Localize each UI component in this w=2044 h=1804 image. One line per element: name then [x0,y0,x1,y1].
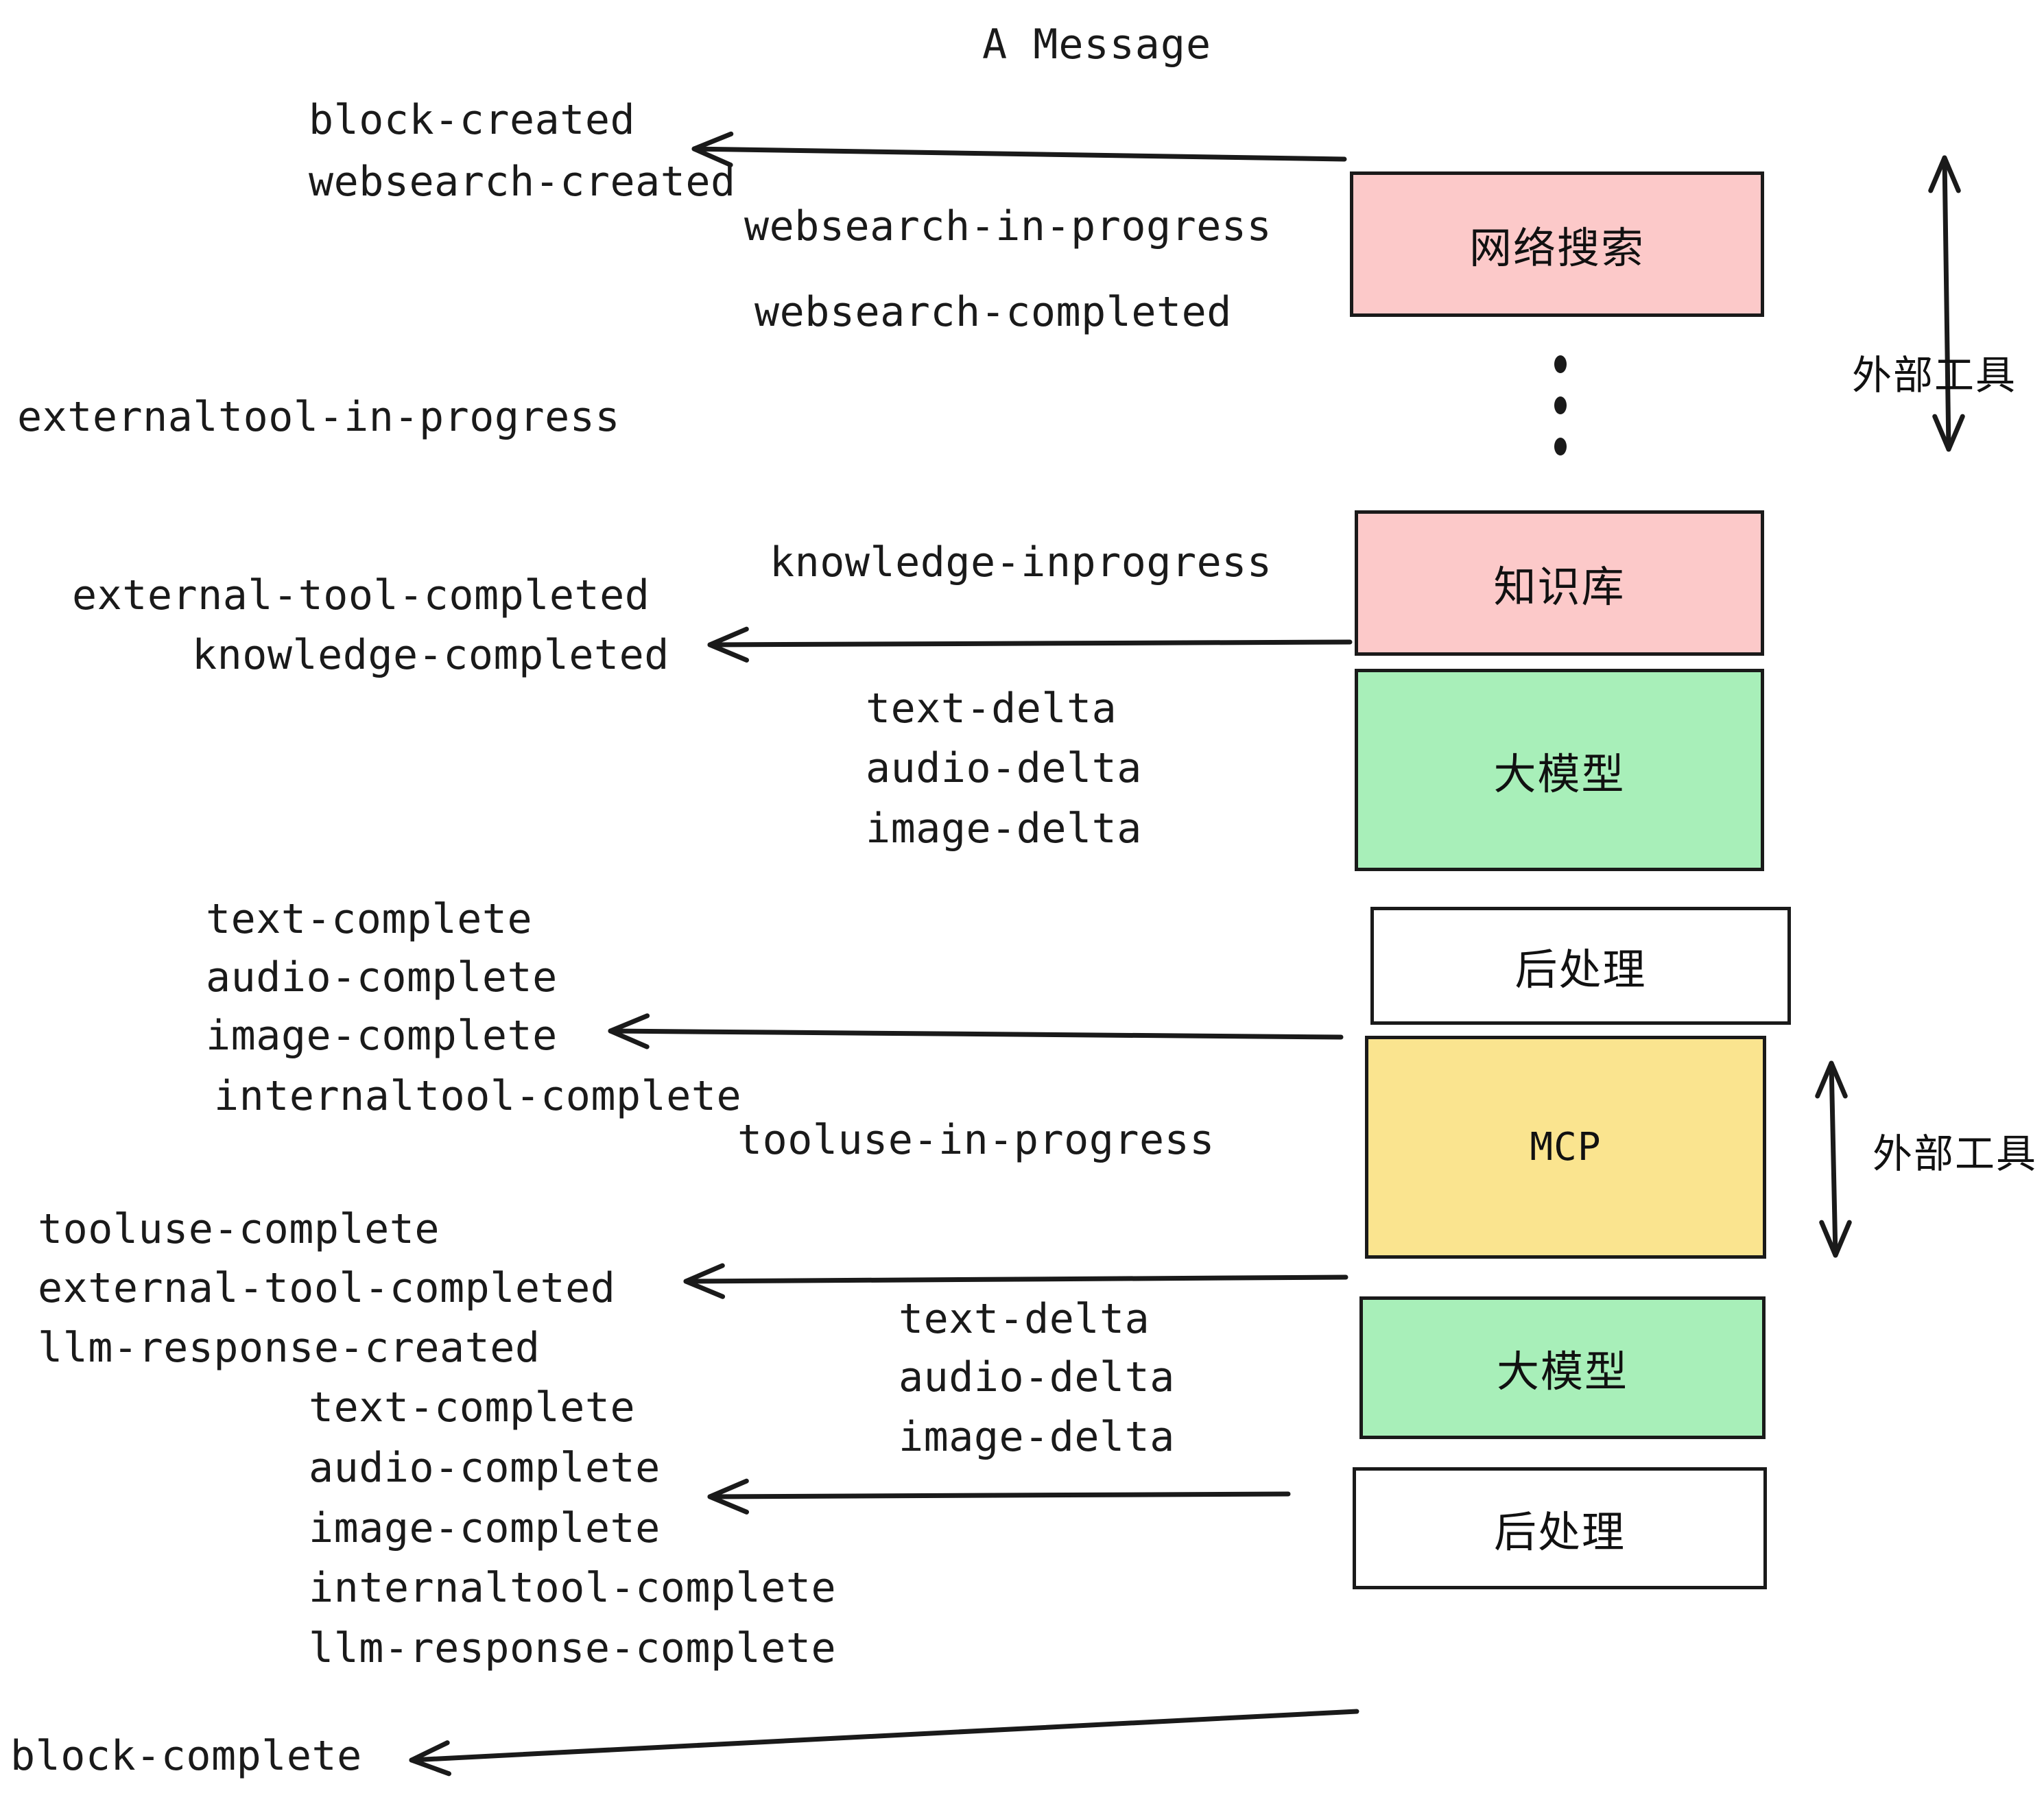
event-label-image-delta-2: image-delta [899,1413,1175,1461]
event-label-image-delta-1: image-delta [866,805,1142,853]
event-label-internaltool-complete-1: internaltool-complete [214,1072,742,1120]
node-postproc-1: 后处理 [1370,907,1791,1025]
node-mcp: MCP [1365,1036,1766,1259]
event-label-llm-response-complete: llm-response-complete [309,1624,837,1672]
event-label-llm-response-created: llm-response-created [38,1324,540,1372]
node-label: MCP [1530,1125,1602,1170]
event-label-external-tool-completed-1: external-tool-completed [72,571,650,619]
event-label-text-complete-2: text-complete [309,1384,636,1432]
arrow-block-created [691,131,1347,167]
node-label: 大模型 [1496,1346,1628,1397]
node-label: 网络搜索 [1469,223,1645,273]
node-label: 大模型 [1493,748,1626,799]
event-label-websearch-completed: websearch-completed [754,288,1232,336]
ellipsis-dot-2-icon [1554,396,1567,414]
ellipsis-dot-1-icon [1554,355,1567,373]
arrow-knowledge-completed [707,626,1353,663]
event-label-external-tool-completed-2: external-tool-completed [38,1264,616,1312]
event-label-text-delta-1: text-delta [866,685,1117,733]
event-label-text-delta-2: text-delta [899,1295,1150,1343]
scope-external-tool-top [1928,155,1965,452]
event-label-audio-complete-1: audio-complete [206,953,558,1001]
event-label-tooluse-complete: tooluse-complete [38,1205,440,1253]
scope-label-external-tool-top: 外部工具 [1852,352,2017,399]
node-llm-2: 大模型 [1359,1296,1766,1439]
scope-label-external-tool-bottom: 外部工具 [1873,1130,2038,1177]
event-label-knowledge-inprogress: knowledge-inprogress [770,538,1272,586]
scope-external-tool-bottom [1815,1060,1852,1258]
event-label-internaltool-complete-2: internaltool-complete [309,1564,837,1612]
event-label-block-created: block-created [309,96,636,144]
event-label-audio-complete-2: audio-complete [309,1444,661,1492]
event-label-image-complete-1: image-complete [206,1012,558,1060]
event-label-text-complete-1: text-complete [206,895,533,943]
node-postproc-2: 后处理 [1353,1467,1767,1589]
event-label-audio-delta-2: audio-delta [899,1353,1175,1401]
event-label-websearch-created: websearch-created [309,158,736,206]
node-websearch: 网络搜索 [1350,171,1764,317]
node-label: 知识库 [1493,562,1626,612]
event-label-block-complete: block-complete [10,1732,362,1780]
event-label-tooluse-in-progress: tooluse-in-progress [737,1116,1215,1164]
event-label-externaltool-in-progress: externaltool-in-progress [17,393,620,441]
event-label-knowledge-completed: knowledge-completed [192,631,669,679]
event-label-audio-delta-1: audio-delta [866,744,1142,792]
node-label: 后处理 [1514,945,1647,995]
page-title: A Message [982,21,1212,69]
arrow-block-complete [409,1709,1359,1777]
node-llm-1: 大模型 [1355,669,1764,871]
arrow-image-complete [608,1013,1344,1049]
arrow-audio-complete [707,1478,1291,1515]
event-label-image-complete-2: image-complete [309,1504,661,1552]
event-label-websearch-in-progress: websearch-in-progress [744,202,1272,250]
node-label: 后处理 [1493,1507,1626,1557]
ellipsis-dot-3-icon [1554,438,1567,455]
node-knowledge: 知识库 [1355,510,1764,656]
arrow-tooluse-complete [683,1263,1348,1299]
